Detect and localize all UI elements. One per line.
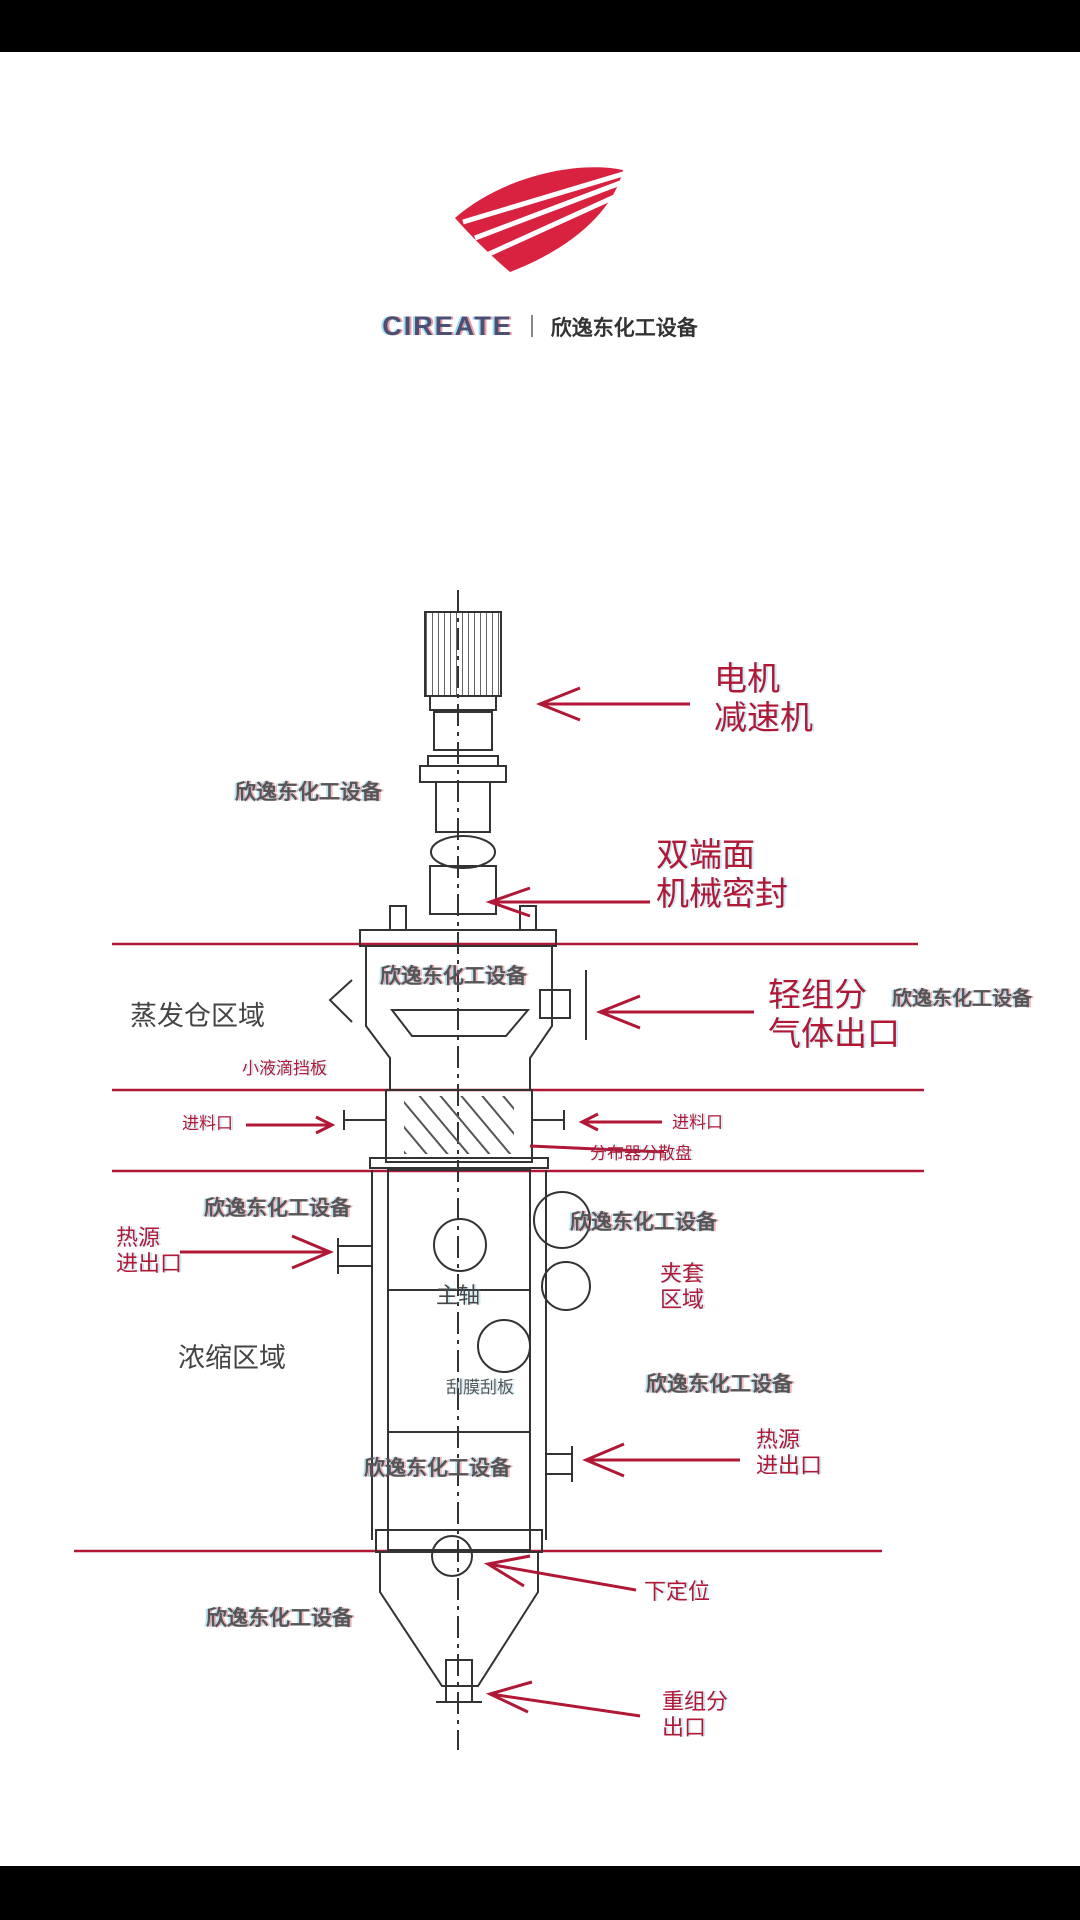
label-heat-left: 热源 进出口 — [116, 1226, 183, 1277]
watermark: 欣逸东化工设备 — [235, 781, 382, 804]
column-inner — [387, 1169, 531, 1551]
watermark: 欣逸东化工设备 — [206, 1607, 353, 1630]
watermark: 欣逸东化工设备 — [204, 1197, 351, 1220]
zone-concentration: 浓缩区域 — [178, 1343, 286, 1374]
bottom-cone — [379, 1552, 539, 1687]
distributor-body — [385, 1089, 533, 1163]
scraper-circle-2 — [477, 1319, 531, 1373]
brand-name-en: CIREATE — [382, 311, 513, 341]
zone-evaporation: 蒸发仓区域 — [130, 1001, 265, 1032]
droplet-baffle — [389, 1009, 531, 1037]
label-shaft: 主轴 — [436, 1284, 481, 1309]
label-heavy-outlet: 重组分 出口 — [662, 1690, 729, 1741]
cireate-logo-icon — [455, 167, 624, 272]
label-distributor: 分布器分散盘 — [590, 1144, 692, 1164]
mechanical-seal — [429, 865, 497, 915]
brand-name-cn: 欣逸东化工设备 — [550, 317, 698, 340]
chamber-left-wall — [365, 946, 391, 1090]
motor-collar — [429, 695, 497, 711]
watermark: 欣逸东化工设备 — [892, 988, 1032, 1010]
jacket-circle-1 — [533, 1191, 591, 1249]
brand-line: CIREATE 欣逸东化工设备 — [0, 311, 1080, 342]
chamber-right-wall — [529, 946, 553, 1090]
bottom-bearing — [431, 1535, 473, 1577]
jacket-circle-2 — [541, 1261, 591, 1311]
label-jacket: 夹套 区域 — [660, 1262, 705, 1313]
vapor-outlet-nozzle — [539, 989, 571, 1019]
feed-spiral — [404, 1096, 514, 1154]
watermark: 欣逸东化工设备 — [380, 965, 527, 988]
label-light-outlet: 轻组分 气体出口 — [768, 975, 900, 1053]
label-motor: 电机 减速机 — [714, 659, 813, 737]
reducer — [435, 781, 491, 833]
label-heat-right: 热源 进出口 — [756, 1428, 823, 1479]
jacket-walls — [371, 1170, 547, 1540]
top-flange — [359, 929, 557, 947]
label-scraper: 刮膜刮板 — [446, 1378, 514, 1398]
label-seal: 双端面 机械密封 — [656, 835, 788, 913]
lower-flange — [375, 1529, 543, 1553]
label-feed-right: 进料口 — [672, 1113, 723, 1133]
callout-arrows — [180, 686, 754, 1718]
reducer-flange — [419, 765, 507, 783]
brand-separator — [530, 315, 533, 337]
watermark: 欣逸东化工设备 — [646, 1373, 793, 1396]
label-feed-left: 进料口 — [182, 1114, 233, 1134]
watermark: 欣逸东化工设备 — [570, 1211, 717, 1234]
label-baffle: 小液滴挡板 — [242, 1059, 327, 1079]
heat-nozzle-right — [545, 1453, 573, 1475]
motor — [424, 611, 502, 697]
label-positioning: 下定位 — [644, 1580, 711, 1605]
heat-nozzle-left — [337, 1245, 373, 1267]
watermark: 欣逸东化工设备 — [364, 1457, 511, 1480]
top-black-bar — [0, 0, 1080, 52]
scraper-circle-1 — [433, 1218, 487, 1272]
bottom-black-bar — [0, 1866, 1080, 1920]
